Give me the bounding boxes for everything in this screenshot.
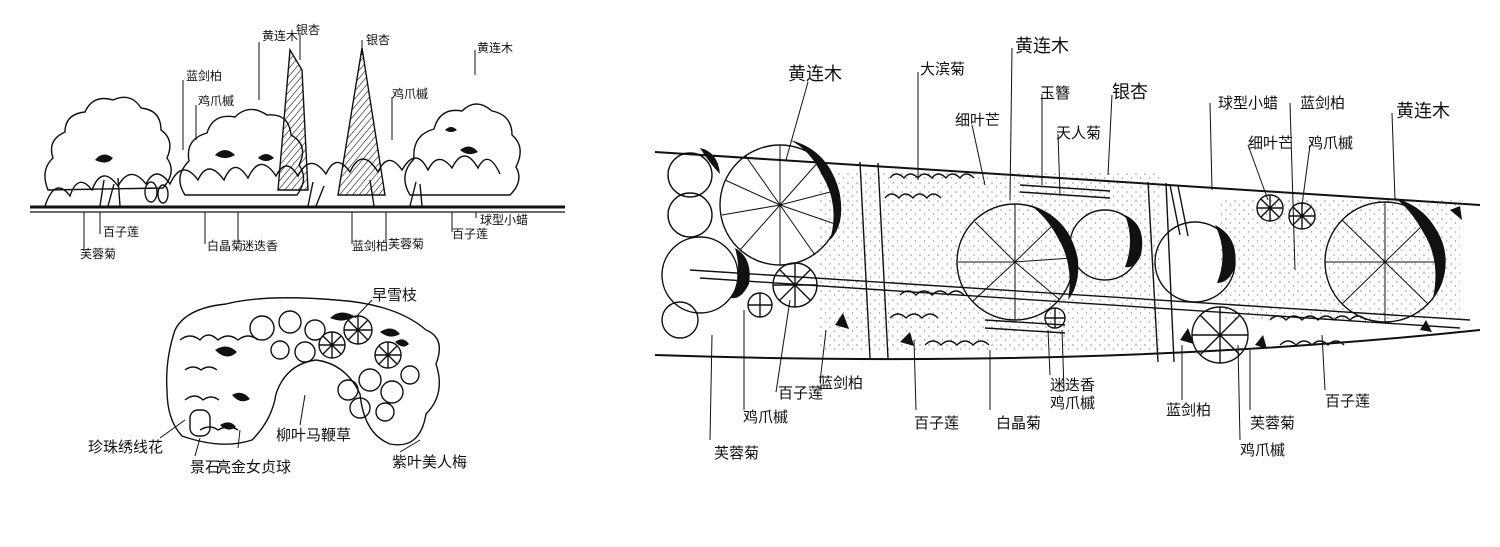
label-ligustrum-ball: 球型小蜡 bbox=[1218, 94, 1278, 112]
label-spiraea: 珍珠绣线花 bbox=[88, 438, 163, 456]
main-plan-drawing: 黄连木 大滨菊 黄连木 细叶芒 银杏 玉簪 天人菊 细叶芒 鸡爪槭 球型小蜡 蓝… bbox=[654, 36, 1481, 462]
label-maple: 鸡爪槭 bbox=[198, 93, 234, 108]
stone bbox=[189, 409, 211, 437]
radial-shrubs bbox=[318, 315, 402, 369]
label-crossostephium: 芙蓉菊 bbox=[388, 237, 424, 251]
pistacia-tree-plan bbox=[719, 140, 842, 266]
label-maple: 鸡爪槭 bbox=[1050, 394, 1095, 412]
main-plan-leaders bbox=[709, 47, 1396, 441]
ginkgo-tree bbox=[337, 47, 386, 196]
label-agapanthus: 百子莲 bbox=[914, 414, 959, 432]
grass-bands bbox=[984, 184, 1189, 334]
label-agapanthus: 百子莲 bbox=[778, 384, 823, 402]
shrub-row bbox=[44, 155, 501, 207]
label-purple-plum: 紫叶美人梅 bbox=[392, 453, 467, 471]
label-rosemary: 迷迭香 bbox=[1050, 376, 1095, 394]
perennial-cluster bbox=[1269, 315, 1367, 346]
label-verbena: 柳叶马鞭草 bbox=[276, 426, 351, 444]
perennial-cluster bbox=[884, 173, 975, 200]
label-pistacia: 黄连木 bbox=[788, 64, 842, 85]
ginkgo-tree bbox=[277, 47, 309, 191]
label-ginkgo: 银杏 bbox=[1112, 82, 1148, 103]
label-gaillardia: 天人菊 bbox=[1056, 124, 1101, 142]
tree-canopy bbox=[404, 103, 521, 196]
small-plan-leaders bbox=[159, 299, 421, 457]
label-agapanthus: 百子莲 bbox=[452, 227, 488, 241]
label-maple: 鸡爪槭 bbox=[392, 86, 428, 101]
elevation-drawing: 黄连木 银杏 银杏 黄连木 蓝剑柏 鸡爪槭 鸡爪槭 百子莲 芙蓉菊 白晶菊 迷迭… bbox=[30, 23, 565, 261]
label-miscanthus: 细叶芒 bbox=[955, 111, 1000, 129]
label-crossostephium: 芙蓉菊 bbox=[714, 444, 759, 462]
label-agapanthus: 百子莲 bbox=[103, 225, 139, 239]
label-pistacia: 黄连木 bbox=[1015, 36, 1069, 57]
dark-foliage bbox=[700, 148, 1236, 299]
label-ginkgo: 银杏 bbox=[366, 33, 390, 47]
label-blue-juniper: 蓝剑柏 bbox=[186, 68, 222, 83]
label-leucanthemum: 大滨菊 bbox=[920, 60, 965, 78]
label-maple: 鸡爪槭 bbox=[1308, 134, 1353, 152]
elevation-leaders-top bbox=[182, 35, 476, 150]
label-ligustrum-ball: 球型小蜡 bbox=[480, 213, 528, 227]
label-agapanthus: 百子莲 bbox=[1325, 392, 1370, 410]
dark-foliage bbox=[215, 312, 409, 430]
label-chrysanthemum: 白晶菊 bbox=[996, 414, 1041, 432]
label-maple: 鸡爪槭 bbox=[743, 408, 788, 426]
label-blue-juniper: 蓝剑柏 bbox=[1300, 94, 1345, 112]
planting-bed-outline bbox=[165, 297, 440, 446]
label-hosta: 玉簪 bbox=[1040, 84, 1070, 102]
shrub-balls bbox=[249, 310, 420, 422]
pistacia-tree-plan bbox=[1324, 198, 1446, 323]
path-edge bbox=[1165, 182, 1175, 363]
tree-canopy bbox=[44, 96, 172, 191]
label-rock: 景石 bbox=[190, 458, 220, 476]
label-pistacia: 黄连木 bbox=[1396, 101, 1450, 122]
label-pistacia: 黄连木 bbox=[477, 40, 513, 55]
label-chrysanthemum: 白晶菊 bbox=[207, 238, 243, 253]
label-crossostephium: 芙蓉菊 bbox=[1250, 414, 1295, 432]
gravel-area bbox=[820, 170, 1160, 350]
pistacia-tree-plan bbox=[956, 203, 1079, 321]
small-plan-drawing: 早雪枝 珍珠绣线花 景石 亮金女贞球 柳叶马鞭草 紫叶美人梅 bbox=[88, 286, 467, 476]
label-snow-willow: 早雪枝 bbox=[372, 286, 417, 304]
label-blue-juniper: 蓝剑柏 bbox=[1166, 401, 1211, 419]
perennial-cluster bbox=[889, 290, 990, 346]
label-crossostephium: 芙蓉菊 bbox=[80, 247, 116, 261]
label-maple: 鸡爪槭 bbox=[1240, 441, 1285, 459]
label-ginkgo: 银杏 bbox=[296, 23, 320, 37]
hedge-texture bbox=[179, 334, 259, 431]
label-golden-privet: 亮金女贞球 bbox=[216, 458, 291, 476]
label-rosemary: 迷迭香 bbox=[242, 239, 278, 253]
grass-tufts bbox=[99, 177, 423, 207]
stone bbox=[144, 181, 158, 203]
label-blue-juniper: 蓝剑柏 bbox=[818, 374, 863, 392]
label-blue-juniper: 蓝剑柏 bbox=[352, 238, 388, 253]
label-pistacia: 黄连木 bbox=[262, 28, 298, 43]
label-miscanthus: 细叶芒 bbox=[1248, 134, 1293, 152]
stone bbox=[157, 184, 169, 204]
elevation-leaders-bottom bbox=[83, 212, 477, 248]
